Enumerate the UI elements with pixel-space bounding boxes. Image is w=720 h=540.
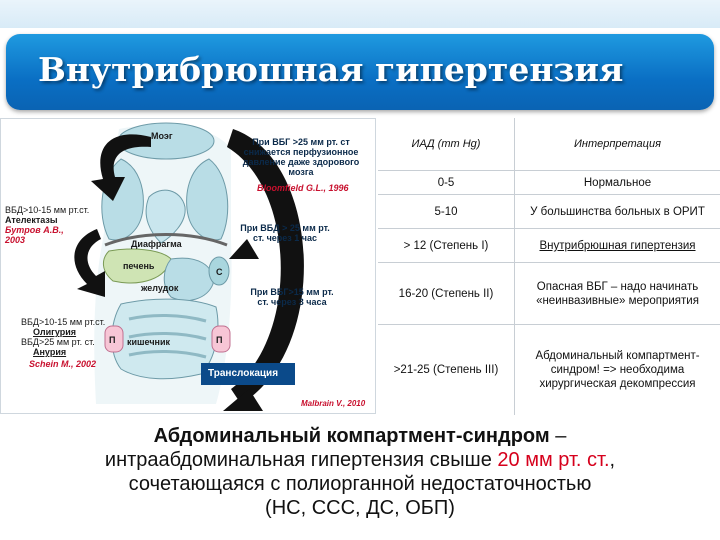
arrow-to-abdomen [74, 229, 105, 297]
arrowhead-mid [229, 239, 259, 259]
table-cell: > 12 (Степень I) [403, 240, 489, 252]
table-cell: Абдоминальный компартмент-синдром! => не… [514, 325, 720, 415]
label-brain: Моэг [151, 131, 173, 141]
label-diaphragm: Диафрагма [131, 239, 182, 249]
title-banner [6, 34, 714, 110]
slide-title: Внутрибрюшная гипертензия [38, 50, 624, 89]
note-butrov-year: 2003 [5, 235, 26, 245]
label-translocation: Транслокация [208, 368, 279, 379]
table-row: 5-10 У большинства больных в ОРИТ [378, 194, 720, 229]
table-cell: >21-25 (Степень III) [393, 364, 499, 376]
label-intestine: кишечник [127, 337, 171, 347]
label-kidney-left: П [109, 335, 116, 345]
diaphragm-line [104, 233, 228, 247]
table-row: >21-25 (Степень III) Абдоминальный компа… [378, 324, 720, 415]
table-cell: 0-5 [437, 177, 455, 189]
table-header-row: ИАД (mm Hg) Интерпретация [378, 118, 720, 170]
table-row: > 12 (Степень I) Внутрибрюшная гипертенз… [378, 228, 720, 263]
note-bloomfield: Bloomfield G.L., 1996 [257, 183, 349, 193]
note-oliguria: Олигурия [33, 327, 77, 337]
definition-line-4: (НС, ССС, ДС, ОБП) [265, 497, 455, 519]
definition-dash: – [549, 425, 567, 447]
heart [145, 189, 186, 244]
translocation-box [201, 363, 295, 385]
note-vbd-mid: ВБД>10-15 мм рт.ст. [21, 317, 106, 327]
arrow-to-lungs [91, 134, 151, 201]
definition-text-1: интраабдоминальная гипертензия свыше [104, 449, 498, 471]
label-kidney-right: П [216, 335, 223, 345]
organ-diagram-panel: Моэг Диафрагма печень желудок кишечник П… [0, 118, 376, 414]
header-iap: ИАД (mm Hg) [411, 138, 481, 150]
kidney-right-shape [211, 325, 231, 353]
note-malbrain: Malbrain V., 2010 [301, 399, 366, 408]
table-row: 0-5 Нормальное [378, 170, 720, 195]
table-row: 16-20 (Степень II) Опасная ВБГ – надо на… [378, 262, 720, 325]
definition-line-3: сочетающаяся с полиорганной недостаточно… [128, 473, 592, 495]
arrow-big-curve [227, 129, 304, 404]
definition-term: Абдоминальный компартмент-синдром [153, 425, 550, 447]
table-cell: 16-20 (Степень II) [398, 288, 494, 300]
note-atelectasis: Ателектазы [5, 215, 58, 225]
definition-text-2: , [609, 449, 616, 471]
note-vbd-top: ВБД>10-15 мм рт.ст. [5, 205, 90, 215]
iap-table: ИАД (mm Hg) Интерпретация 0-5 Нормальное… [378, 118, 720, 415]
table-cell: Опасная ВБГ – надо начинать «неинвазивны… [514, 263, 720, 325]
definition-highlight: 20 мм рт. ст. [497, 449, 610, 471]
note-middle-right: При ВБД > 25 мм рт. ст. через 1 час [240, 223, 330, 243]
note-anuria: Анурия [33, 347, 67, 357]
arrowhead-bottom [223, 389, 263, 411]
spleen-shape [208, 256, 230, 286]
table-cell: Нормальное [514, 171, 720, 195]
label-spleen: С [216, 267, 223, 277]
top-band [0, 0, 720, 28]
definition-text: Абдоминальный компартмент-синдром – интр… [0, 424, 720, 520]
note-schein: Schein M., 2002 [29, 359, 97, 369]
kidney-left-shape [104, 325, 124, 353]
label-liver: печень [123, 261, 155, 271]
table-cell: Внутрибрюшная гипертензия [514, 229, 720, 263]
stomach-shape [163, 257, 214, 301]
table-cell: У большинства больных в ОРИТ [514, 195, 720, 229]
note-butrov: Бутров А.В., [5, 225, 64, 235]
liver-shape [103, 248, 172, 284]
label-stomach: желудок [141, 283, 179, 293]
header-interpretation: Интерпретация [514, 118, 720, 170]
table-cell: 5-10 [434, 206, 458, 218]
note-top-right: При ВБГ >25 мм рт. ст снижается перфузио… [242, 137, 360, 177]
note-vbd-low: ВБД>25 мм рт. ст. [21, 337, 95, 347]
organ-diagram [74, 122, 304, 411]
note-lower-right: При ВБГ>15 мм рт. ст. через 3 часа [250, 287, 334, 307]
